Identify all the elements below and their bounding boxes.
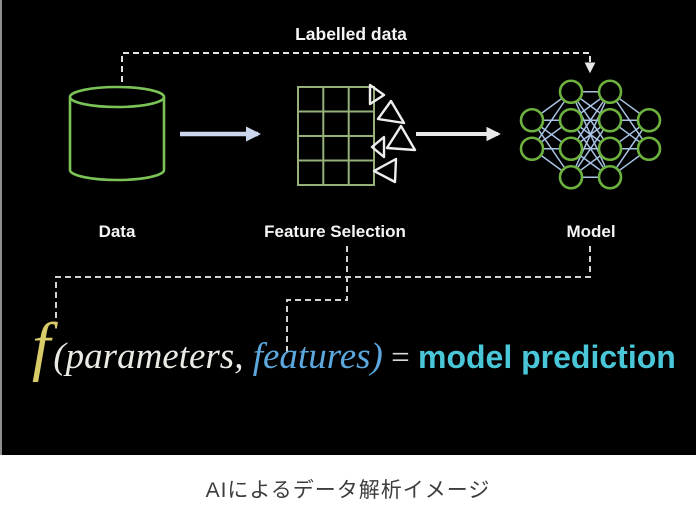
feature-triangles-icon	[368, 83, 417, 184]
nn-node	[597, 164, 623, 190]
neural-network-icon	[519, 79, 662, 190]
caption-text: AIによるデータ解析イメージ	[205, 478, 491, 502]
features-to-formula-connector	[286, 246, 348, 352]
feature-grid-icon	[297, 86, 375, 186]
nn-node	[636, 136, 662, 162]
nn-node	[597, 107, 623, 133]
nn-node	[558, 79, 584, 105]
nn-node	[519, 107, 545, 133]
nn-node	[597, 79, 623, 105]
model-node-label: Model	[566, 222, 615, 241]
nn-node	[597, 136, 623, 162]
diagram-canvas: Labelled data	[0, 0, 696, 455]
nn-node	[558, 164, 584, 190]
labelled-data-label: Labelled data	[295, 24, 407, 44]
database-cylinder-icon	[68, 85, 166, 182]
model-to-formula-connector	[55, 246, 591, 327]
caption-strip: AIによるデータ解析イメージ	[0, 455, 696, 522]
nn-node	[558, 136, 584, 162]
data-node-label: Data	[99, 222, 136, 241]
nn-node	[636, 107, 662, 133]
nn-node	[558, 107, 584, 133]
nn-node	[519, 136, 545, 162]
labelled-data-connector	[121, 52, 596, 82]
ml-flow-diagram: Labelled data	[55, 24, 662, 352]
nn-link	[570, 91, 611, 178]
feature-selection-node-label: Feature Selection	[264, 222, 406, 241]
